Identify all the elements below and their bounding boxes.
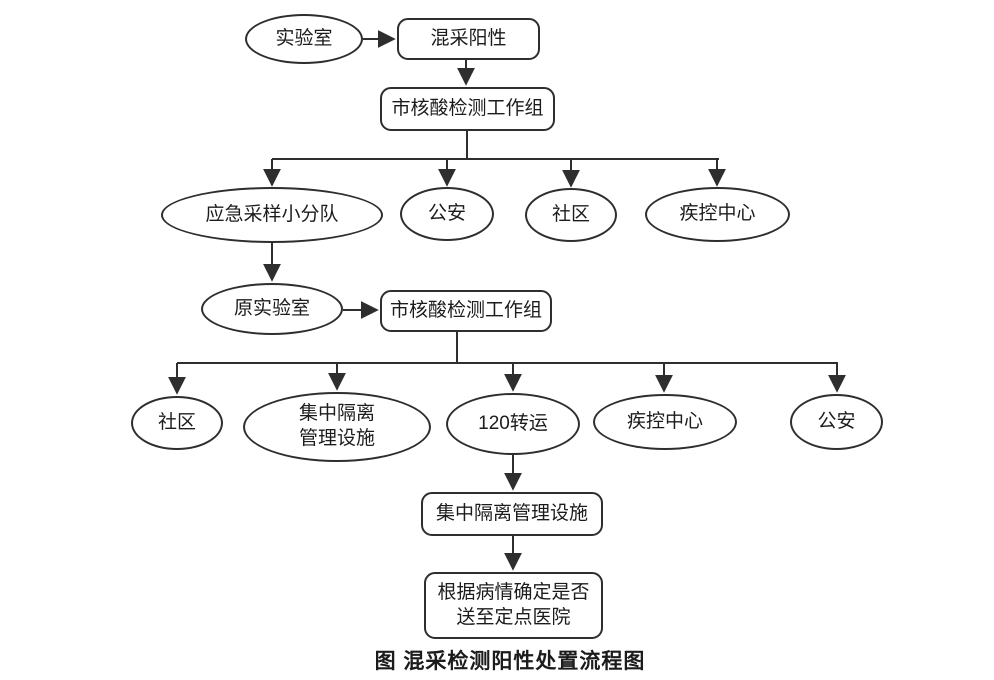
node-mixed-positive: 混采阳性: [397, 18, 540, 60]
node-hospital-decision: 根据病情确定是否 送至定点医院: [424, 572, 603, 639]
node-police-1-label: 公安: [427, 202, 466, 224]
node-community-2: 社区: [131, 396, 223, 450]
node-transfer-120-label: 120转运: [478, 412, 548, 434]
edge-workgroup1-branch-trunk: [272, 131, 719, 160]
node-transfer-120: 120转运: [446, 393, 580, 455]
edge-workgroup2-branch-trunk: [177, 332, 838, 364]
node-police-2-label: 公安: [817, 410, 856, 432]
figure-caption: 图 混采检测阳性处置流程图: [374, 650, 646, 673]
node-isolation-mgmt-label-line1: 集中隔离: [298, 403, 375, 425]
node-police-1: 公安: [400, 187, 494, 241]
node-workgroup-1-label: 市核酸检测工作组: [391, 97, 544, 119]
node-police-2: 公安: [790, 394, 883, 450]
node-isolation-mgmt-label-line2: 管理设施: [298, 428, 375, 449]
node-cdc-1-label: 疾控中心: [679, 203, 756, 225]
node-cdc-1: 疾控中心: [645, 187, 790, 242]
node-community-1: 社区: [525, 188, 617, 242]
node-cdc-2-label: 疾控中心: [626, 410, 703, 432]
node-hospital-decision-label-line2: 送至定点医院: [456, 606, 571, 628]
node-isolation-mgmt: 集中隔离 管理设施: [243, 392, 431, 462]
node-workgroup-2-label: 市核酸检测工作组: [389, 299, 542, 321]
node-workgroup-2: 市核酸检测工作组: [380, 290, 552, 332]
node-original-lab-label: 原实验室: [233, 297, 310, 319]
node-community-1-label: 社区: [551, 203, 590, 225]
node-hospital-decision-label-line1: 根据病情确定是否: [437, 581, 590, 603]
node-original-lab: 原实验室: [201, 283, 343, 335]
node-mixed-positive-label: 混采阳性: [430, 27, 507, 49]
node-isolation-facility-label: 集中隔离管理设施: [435, 502, 588, 524]
node-lab-label: 实验室: [275, 27, 333, 49]
node-lab: 实验室: [245, 14, 363, 64]
node-emergency-team: 应急采样小分队: [161, 187, 383, 243]
node-isolation-facility: 集中隔离管理设施: [421, 492, 603, 536]
node-workgroup-1: 市核酸检测工作组: [380, 87, 555, 131]
node-cdc-2: 疾控中心: [593, 394, 737, 450]
node-community-2-label: 社区: [157, 411, 196, 433]
node-emergency-team-label: 应急采样小分队: [205, 203, 339, 225]
